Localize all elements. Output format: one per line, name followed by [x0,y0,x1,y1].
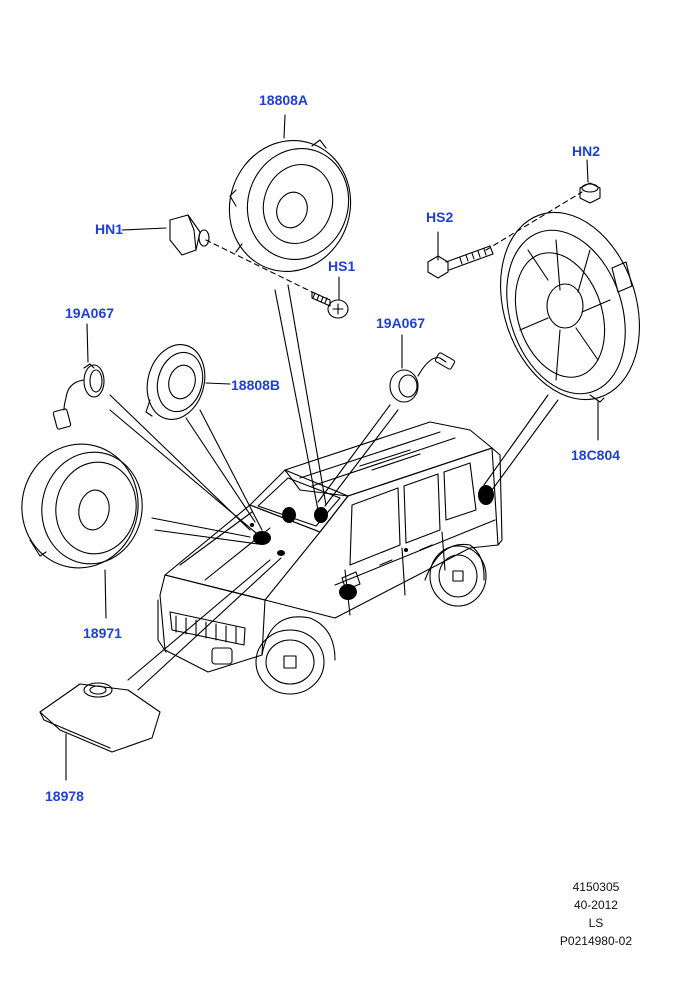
reference-line-1: 4150305 [572,880,620,894]
speaker-18971 [21,443,143,569]
callout-18808b[interactable]: 18808B [231,377,281,393]
reference-block: 4150305 40-2012 LS P0214980-02 [560,878,632,950]
speaker-18808b [145,344,206,420]
screw-hs1 [311,291,349,319]
callout-hs2[interactable]: HS2 [426,209,454,225]
callout-18c804[interactable]: 18C804 [571,447,621,463]
callout-18808a[interactable]: 18808A [259,92,309,108]
subwoofer-18c804 [500,211,640,403]
callout-18978[interactable]: 18978 [45,788,84,804]
nut-hn2 [579,182,601,204]
tweeter-19a067-right [389,352,456,403]
tweeter-19a067-left [52,363,105,430]
reference-line-2: 40-2012 [573,898,618,912]
speaker-18808a [228,139,352,273]
cover-18978 [39,682,161,753]
callout-hn2[interactable]: HN2 [572,143,601,159]
callout-18971[interactable]: 18971 [83,625,122,641]
callout-19a067-left[interactable]: 19A067 [65,305,115,321]
reference-line-4: P0214980-02 [559,934,632,948]
vehicle-body [157,421,503,695]
nut-hn1 [169,214,210,256]
callout-hs1[interactable]: HS1 [328,258,356,274]
assembly-dashes [205,191,583,294]
mounting-locations [250,485,494,600]
callout-19a067-right[interactable]: 19A067 [376,315,426,331]
callout-hn1[interactable]: HN1 [95,221,124,237]
reference-line-3: LS [588,916,604,930]
leader-lines [65,114,599,781]
